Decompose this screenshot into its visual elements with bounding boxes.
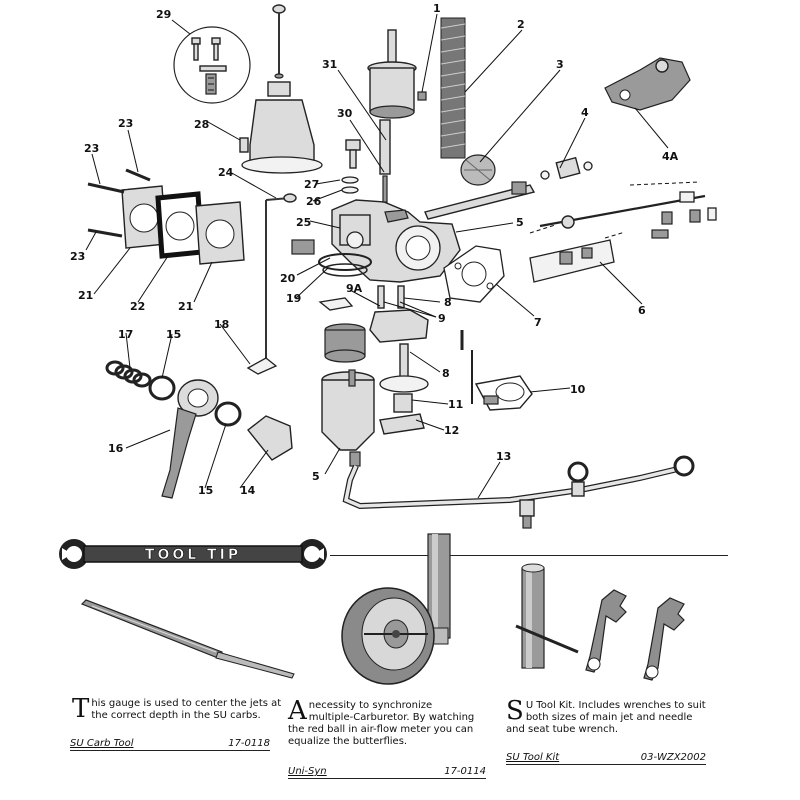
uni-syn-text: necessity to synchronize multiple-Carbur… [288,700,475,747]
intake-flange-gaskets [87,168,245,265]
callout-20: 20 [280,272,296,285]
callout-27: 27 [304,178,319,191]
callout-23-low: 23 [70,250,85,263]
callout-23-top: 23 [118,117,133,130]
su-tool-kit-description: S U Tool Kit. Includes wrenches to suit … [506,696,712,736]
callout-26: 26 [306,195,322,208]
callout-18: 18 [214,318,229,331]
float-bowl [321,369,375,467]
su-carb-tool-text: his gauge is used to center the jets at … [91,698,282,721]
callout-21-left: 21 [78,289,93,302]
callout-12: 12 [444,424,459,437]
su-tool-kit-part-number: 03-WZX2002 [640,752,706,763]
callout-3: 3 [556,58,564,71]
banner-text: TOOL TIP [145,547,241,563]
su-tool-kit-image [515,563,685,681]
part-3-throttle-disc [460,154,496,186]
callout-21-right: 21 [178,300,193,313]
su-tool-kit-dropcap: S [506,696,524,726]
part-4-throttle-spindle [424,156,593,220]
tool-tip-banner: TOOL TIP [59,539,327,569]
callout-22: 22 [130,300,145,313]
callout-2: 2 [517,18,525,31]
callout-7: 7 [534,316,542,329]
uni-syn-line: Uni-Syn 17-0114 [288,764,486,779]
callout-15-left: 15 [166,328,181,341]
callout-4: 4 [581,106,589,119]
callout-28: 28 [194,118,209,131]
callout-19: 19 [286,292,301,305]
piston [367,29,427,119]
su-carb-tool-name: SU Carb Tool [70,738,134,749]
carburetor-exploded-diagram: 1 2 3 4 4A 5 5 6 7 8 8 9 9A 10 11 12 13 … [70,2,717,529]
part-7-flange-gasket [443,245,505,303]
carburetor-body [331,199,461,283]
callout-17: 17 [118,328,133,341]
part-24-rod [246,193,297,375]
uni-syn-description: A necessity to synchronize multiple-Carb… [288,696,478,748]
callout-5-body: 5 [516,216,524,229]
tool-tip-section: TOOL TIP T his gauge is used to center t… [0,530,800,800]
callout-24: 24 [218,166,234,179]
uni-syn-part-number: 17-0114 [444,766,486,777]
callout-23-mid: 23 [84,142,99,155]
callout-8-upper: 8 [444,296,452,309]
callout-10: 10 [570,383,586,396]
part-29-hardware-detail [173,26,251,104]
callout-leaders [85,13,669,499]
part-13-fuel-pipe [342,455,695,529]
part-28-suction-chamber [239,81,323,174]
callout-15-right: 15 [198,484,213,497]
callout-6: 6 [638,304,646,317]
damper-rod [272,4,286,79]
banjo-union [105,360,293,499]
su-carb-tool-dropcap: T [72,694,90,724]
callout-14: 14 [240,484,256,497]
su-carb-tool-image [80,599,295,679]
callout-11: 11 [448,398,463,411]
part-6-shaft-assembly [529,181,717,283]
callout-4a: 4A [662,150,679,163]
uni-syn-name: Uni-Syn [288,766,327,777]
callout-5-bowl: 5 [312,470,320,483]
callout-30: 30 [337,107,353,120]
callout-16: 16 [108,442,124,455]
callout-1: 1 [433,2,441,15]
part-2-spring [440,17,466,159]
su-carb-tool-description: T his gauge is used to center the jets a… [72,694,282,724]
callout-31: 31 [322,58,337,71]
callout-25: 25 [296,216,311,229]
small-hardware [291,119,391,277]
section-divider [330,555,728,556]
part-10-linkage [460,330,533,411]
callout-8-lower: 8 [442,367,450,380]
su-carb-tool-line: SU Carb Tool 17-0118 [70,736,270,751]
su-tool-kit-line: SU Tool Kit 03-WZX2002 [506,750,706,765]
su-tool-kit-name: SU Tool Kit [506,752,560,763]
su-carb-tool-part-number: 17-0118 [228,738,270,749]
callout-9: 9 [438,312,446,325]
part-4a-throttle-lever [604,57,691,111]
uni-syn-image [341,533,451,685]
callout-9a: 9A [346,282,363,295]
uni-syn-dropcap: A [288,696,307,726]
callout-13: 13 [496,450,511,463]
callout-29: 29 [156,8,171,21]
su-tool-kit-text: U Tool Kit. Includes wrenches to suit bo… [506,700,706,735]
callout-labels: 1 2 3 4 4A 5 5 6 7 8 8 9 9A 10 11 12 13 … [70,2,679,497]
